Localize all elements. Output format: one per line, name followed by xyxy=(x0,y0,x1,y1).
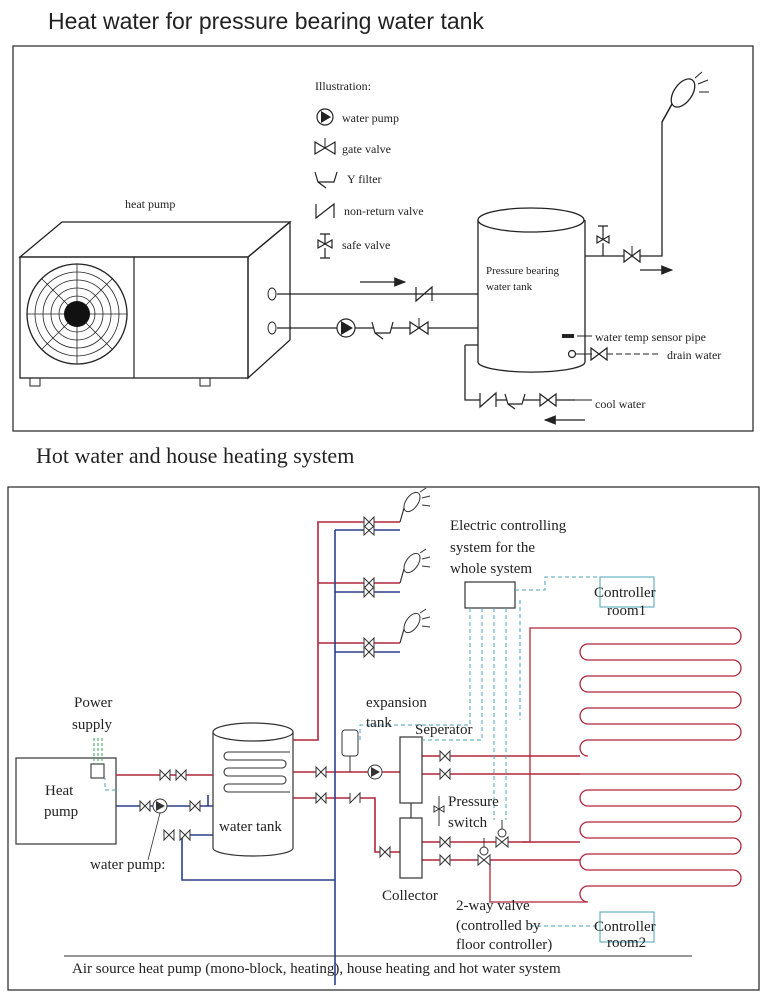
water-pump-icon xyxy=(152,798,168,814)
drain-label: drain water xyxy=(667,348,721,362)
heat-pump-box: Heat pump xyxy=(15,757,117,845)
heat-pump-label-line1: Heat xyxy=(45,783,74,799)
non-return-valve-icon xyxy=(315,202,335,220)
collector-label: Collector xyxy=(382,888,438,904)
gate-valve-icon xyxy=(314,138,336,156)
sensor-label: water temp sensor pipe xyxy=(595,330,706,344)
power-connector xyxy=(90,763,105,779)
non-return-valve-icon xyxy=(415,285,433,303)
shower-head-icon xyxy=(399,608,431,644)
pressure-switch-icon xyxy=(433,796,445,826)
expansion-label-line2: tank xyxy=(366,715,392,731)
y-filter-icon xyxy=(504,393,526,410)
fan-icon xyxy=(26,263,128,365)
tank-label-line1: Pressure bearing xyxy=(486,265,560,277)
power-supply-label-line2: supply xyxy=(72,717,113,733)
controller1-label-line2: room1 xyxy=(607,603,646,619)
power-lines xyxy=(93,738,103,764)
controller-room2-box xyxy=(599,911,655,943)
pressure-switch-label-line1: Pressure xyxy=(448,794,499,810)
caption: Air source heat pump (mono-block, heatin… xyxy=(72,961,561,977)
y-filter-icon xyxy=(371,321,394,340)
legend-label-non-return-valve: non-return valve xyxy=(344,204,424,218)
pressure-tank: Pressure bearing water tank xyxy=(477,207,586,373)
electric-control-box xyxy=(464,581,516,609)
controller-room1-box xyxy=(599,576,655,608)
separator-label: Seperator xyxy=(415,722,472,738)
legend-label-safe-valve: safe valve xyxy=(342,238,390,252)
legend-heading: Illustration: xyxy=(315,79,371,93)
drain-outlet xyxy=(567,349,577,359)
legend-label-y-filter: Y filter xyxy=(347,172,382,186)
non-return-valve-icon xyxy=(479,391,497,409)
water-pump-icon xyxy=(367,764,383,780)
section2-title: Hot water and house heating system xyxy=(36,443,355,468)
pressure-switch-label-line2: switch xyxy=(448,815,488,831)
safe-valve-icon xyxy=(317,233,333,259)
expansion-tank xyxy=(341,729,359,772)
electric-label-line2: system for the xyxy=(450,540,535,556)
two-way-valve-icon xyxy=(479,820,507,856)
valve-label-line3: floor controller) xyxy=(456,937,552,953)
sensor-pipe xyxy=(562,334,574,338)
non-return-valve-icon xyxy=(349,791,361,805)
section1-pipes xyxy=(277,103,673,401)
cool-water-label: cool water xyxy=(595,397,645,411)
section1-frame xyxy=(12,45,754,432)
section1-title: Heat water for pressure bearing water ta… xyxy=(48,8,484,34)
controller1-label-line1: Controller xyxy=(594,585,656,601)
gate-valve-icon xyxy=(539,392,557,408)
controller2-label-line1: Controller xyxy=(594,919,656,935)
y-filter-icon xyxy=(314,171,338,189)
separator xyxy=(399,736,423,804)
section2-frame xyxy=(7,486,760,991)
controller2-label-line2: room2 xyxy=(607,935,646,951)
power-supply-label-line1: Power xyxy=(74,695,112,711)
shower-head-icon xyxy=(399,548,431,584)
electric-label-line1: Electric controlling xyxy=(450,518,567,534)
heat-pump-label: heat pump xyxy=(125,197,175,211)
water-tank: water tank xyxy=(212,722,294,857)
floor-heating-coil xyxy=(489,627,742,903)
legend-label-gate-valve: gate valve xyxy=(342,142,391,156)
tank-label-line2: water tank xyxy=(486,281,533,293)
collector xyxy=(399,817,423,879)
water-pump-icon xyxy=(336,318,356,338)
water-pump-label: water pump: xyxy=(90,857,165,873)
gate-valve-icon xyxy=(623,246,641,264)
heat-pump-unit: heat pump xyxy=(18,197,292,387)
valve-label-line2: (controlled by xyxy=(456,918,541,934)
legend: Illustration: water pump gate valve Y fi… xyxy=(314,79,424,259)
control-lines xyxy=(104,576,600,927)
water-tank-label: water tank xyxy=(219,819,282,835)
gate-valve-icon xyxy=(409,318,429,336)
heat-pump-label-line2: pump xyxy=(44,804,78,820)
shower-head-icon xyxy=(399,487,431,523)
legend-label-water-pump: water pump xyxy=(342,111,399,125)
electric-label-line3: whole system xyxy=(450,561,532,577)
valve-label-line1: 2-way valve xyxy=(456,898,530,914)
expansion-label-line1: expansion xyxy=(366,695,427,711)
shower-head-icon xyxy=(661,71,709,123)
safe-valve-icon xyxy=(596,225,610,256)
water-pump-icon xyxy=(316,108,334,126)
gate-valve-icon xyxy=(139,515,509,867)
gate-valve-icon xyxy=(590,346,608,362)
